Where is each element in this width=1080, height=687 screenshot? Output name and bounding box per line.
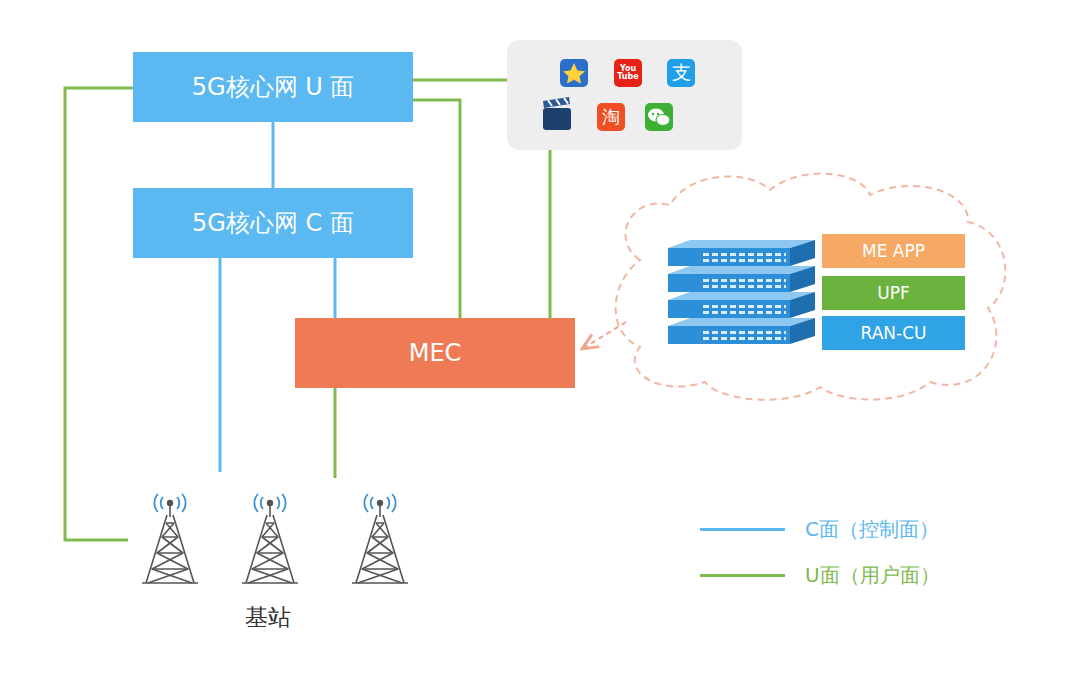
- legend-text: U面（用户面）: [805, 562, 940, 589]
- box-label: UPF: [877, 283, 909, 303]
- box-label: 5G核心网 C 面: [192, 207, 354, 239]
- app-icon-label: 支: [667, 59, 695, 87]
- function-box: ME APP: [822, 234, 965, 268]
- base-station-towers: [142, 494, 408, 583]
- legend-text: C面（控制面）: [805, 516, 939, 543]
- legend: C面（控制面） U面（用户面）: [700, 506, 940, 598]
- connector-line: [219, 258, 222, 472]
- connector-line: [334, 258, 337, 318]
- connector-line: [65, 88, 133, 540]
- app-icon-label: 淘: [597, 103, 625, 131]
- legend-row: C面（控制面）: [700, 506, 940, 552]
- connector-line: [549, 150, 552, 318]
- callout-arrow: [582, 322, 626, 349]
- box-label: MEC: [409, 339, 462, 367]
- legend-row: U面（用户面）: [700, 552, 940, 598]
- app-panel: You Tube 支淘: [507, 40, 742, 150]
- box-label: 5G核心网 U 面: [192, 71, 355, 103]
- station-label: 基站: [128, 602, 408, 633]
- connector-line: [272, 122, 275, 188]
- cloud-callout: [616, 174, 1006, 400]
- core-network-box: 5G核心网 U 面: [133, 52, 413, 122]
- box-label: RAN-CU: [861, 323, 927, 343]
- app-icons: [507, 40, 742, 150]
- base-station-group: 基站: [128, 472, 408, 642]
- connector-line: [413, 100, 460, 318]
- function-box: UPF: [822, 276, 965, 310]
- mec-box: MEC: [295, 318, 575, 388]
- connector-line: [334, 388, 337, 478]
- legend-line-sample: [700, 574, 785, 577]
- core-network-box: 5G核心网 C 面: [133, 188, 413, 258]
- legend-line-sample: [700, 528, 785, 531]
- app-icon-label: You Tube: [616, 62, 640, 84]
- connector-line: [413, 79, 507, 82]
- box-label: ME APP: [862, 241, 925, 261]
- server-stack: [668, 240, 815, 344]
- function-box: RAN-CU: [822, 316, 965, 350]
